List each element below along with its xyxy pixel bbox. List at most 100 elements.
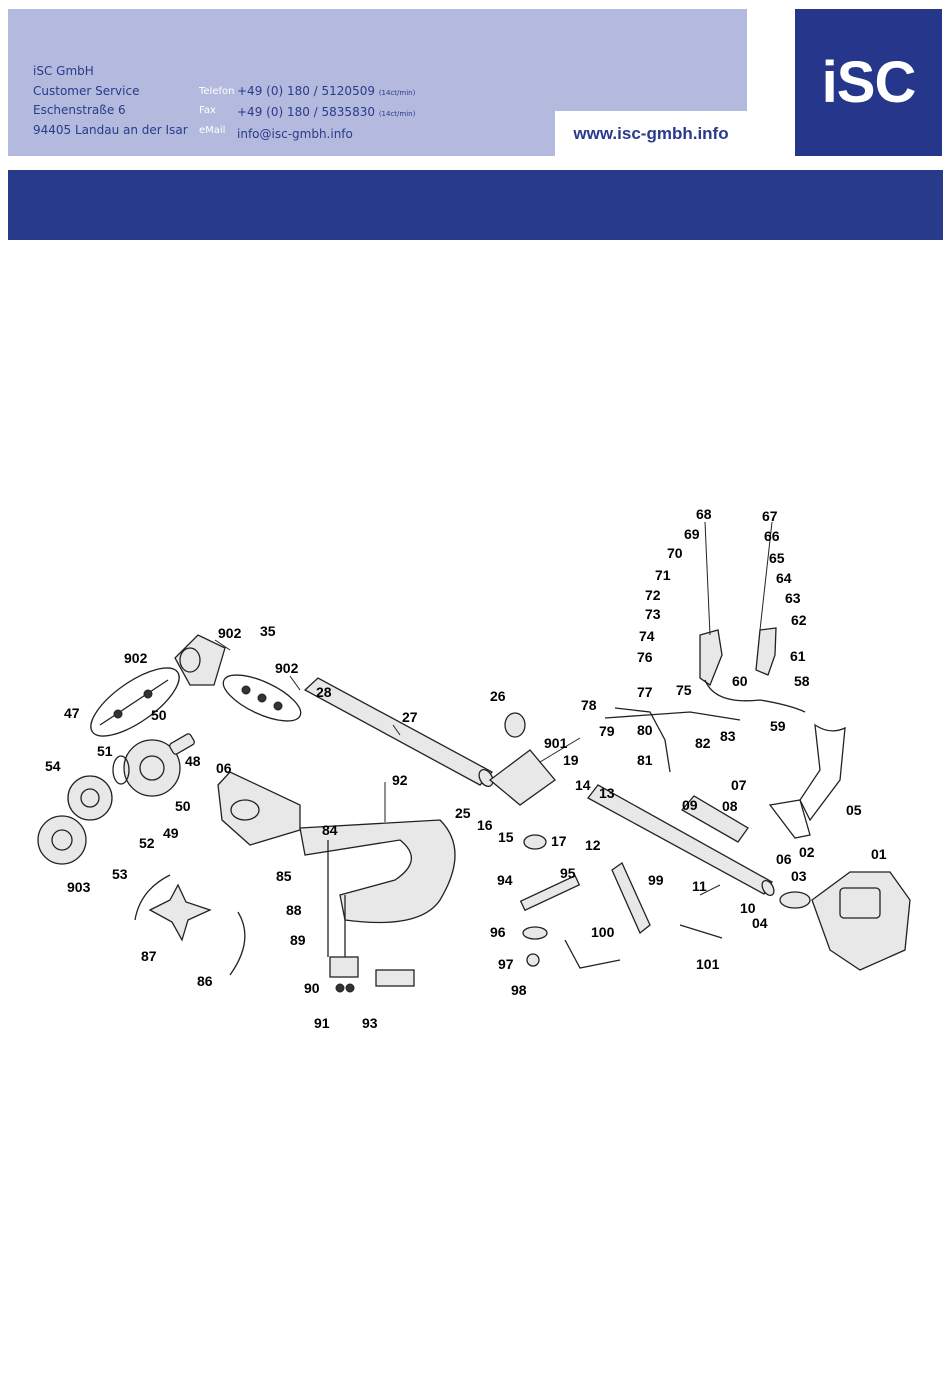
- phone-rate: (14ct/min): [378, 88, 416, 97]
- part-label-98: 98: [511, 982, 527, 998]
- part-label-50-bottom: 50: [175, 798, 191, 814]
- part-label-02: 02: [799, 844, 815, 860]
- part-label-99: 99: [648, 872, 664, 888]
- part-label-54: 54: [45, 758, 61, 774]
- part-label-04: 04: [752, 915, 768, 931]
- part-label-61: 61: [790, 648, 806, 664]
- shoulder-harness: [768, 723, 846, 839]
- part-label-73: 73: [645, 606, 661, 622]
- part-label-92: 92: [392, 772, 408, 788]
- part-labels: 68 67 69 66 70 65 71 64 72 63 73 62 74 6…: [45, 506, 887, 1031]
- company-city: 94405 Landau an der Isar: [33, 122, 188, 137]
- part-label-82: 82: [695, 735, 711, 751]
- part-label-58: 58: [794, 673, 810, 689]
- trimmer-spool-bottom: [37, 775, 113, 865]
- part-label-90: 90: [304, 980, 320, 996]
- part-label-79: 79: [599, 723, 615, 739]
- guard-shield: [299, 819, 456, 924]
- part-label-75: 75: [676, 682, 692, 698]
- fax-label: Fax: [199, 105, 216, 116]
- company-address: iSC GmbH Customer Service Eschenstraße 6…: [33, 62, 188, 140]
- part-label-06-top: 06: [216, 760, 232, 776]
- engine-unit: [779, 871, 911, 971]
- part-label-10: 10: [740, 900, 756, 916]
- part-label-12: 12: [585, 837, 601, 853]
- trimmer-spool-top: [112, 733, 195, 797]
- part-label-85: 85: [276, 868, 292, 884]
- part-label-94: 94: [497, 872, 513, 888]
- part-label-101: 101: [696, 956, 720, 972]
- part-label-902-right: 902: [275, 660, 299, 676]
- fax-number: +49 (0) 180 / 5835830: [237, 105, 375, 119]
- cutting-guard: [217, 771, 301, 846]
- part-label-03: 03: [791, 868, 807, 884]
- part-label-13: 13: [599, 785, 615, 801]
- part-label-17: 17: [551, 833, 567, 849]
- part-label-72: 72: [645, 587, 661, 603]
- isc-logo: iSC: [795, 9, 942, 156]
- service-tools: [519, 834, 723, 969]
- part-label-08: 08: [722, 798, 738, 814]
- part-label-52: 52: [139, 835, 155, 851]
- part-label-47: 47: [64, 705, 80, 721]
- part-label-97: 97: [498, 956, 514, 972]
- part-label-53: 53: [112, 866, 128, 882]
- part-label-64: 64: [776, 570, 792, 586]
- part-label-48: 48: [185, 753, 201, 769]
- part-label-67: 67: [762, 508, 778, 524]
- part-label-25: 25: [455, 805, 471, 821]
- handle-bar: [604, 627, 806, 773]
- part-label-28: 28: [316, 684, 332, 700]
- gear-head: [174, 634, 226, 686]
- part-label-903: 903: [67, 879, 91, 895]
- part-label-901: 901: [544, 735, 568, 751]
- part-label-81: 81: [637, 752, 653, 768]
- email-address: info@isc-gmbh.info: [237, 126, 353, 141]
- part-label-65: 65: [769, 550, 785, 566]
- part-label-76: 76: [637, 649, 653, 665]
- part-label-80: 80: [637, 722, 653, 738]
- phone-label: Telefon: [199, 85, 235, 97]
- shaft-coupling: [488, 712, 556, 806]
- part-label-84: 84: [322, 822, 338, 838]
- header-bar: [8, 170, 943, 240]
- part-label-62: 62: [791, 612, 807, 628]
- part-label-78: 78: [581, 697, 597, 713]
- company-name: iSC GmbH: [33, 64, 94, 78]
- contact-labels: Telefon Fax eMail: [199, 62, 234, 140]
- part-label-74: 74: [639, 628, 655, 644]
- email-label: eMail: [199, 124, 226, 136]
- mounting-plate: [327, 840, 415, 993]
- part-label-16: 16: [477, 817, 493, 833]
- part-label-902-left: 902: [124, 650, 148, 666]
- part-label-26: 26: [490, 688, 506, 704]
- part-label-49: 49: [163, 825, 179, 841]
- company-street: Eschenstraße 6: [33, 103, 126, 117]
- part-label-88: 88: [286, 902, 302, 918]
- part-label-06-bottom: 06: [776, 851, 792, 867]
- exploded-parts-diagram: 68 67 69 66 70 65 71 64 72 63 73 62 74 6…: [37, 506, 911, 1031]
- part-label-09: 09: [682, 797, 698, 813]
- main-shaft-tube: [303, 677, 494, 788]
- line-cutters: [134, 874, 246, 976]
- part-label-83: 83: [720, 728, 736, 744]
- part-label-96: 96: [490, 924, 506, 940]
- part-label-27: 27: [402, 709, 418, 725]
- bearing-group-left: [90, 667, 180, 737]
- part-label-59: 59: [770, 718, 786, 734]
- part-label-95: 95: [560, 865, 576, 881]
- lower-shaft-tube: [587, 784, 775, 897]
- leader-lines: [214, 521, 773, 896]
- part-label-71: 71: [655, 567, 671, 583]
- part-label-14: 14: [575, 777, 591, 793]
- part-label-68: 68: [696, 506, 712, 522]
- part-label-902-top: 902: [218, 625, 242, 641]
- four-tooth-blade: [148, 883, 212, 942]
- website-link[interactable]: www.isc-gmbh.info: [555, 111, 747, 156]
- part-label-51: 51: [97, 743, 113, 759]
- part-label-60: 60: [732, 673, 748, 689]
- part-label-86: 86: [197, 973, 213, 989]
- part-label-69: 69: [684, 526, 700, 542]
- part-label-87: 87: [141, 948, 157, 964]
- contact-values: +49 (0) 180 / 5120509 (14ct/min) +49 (0)…: [237, 62, 415, 144]
